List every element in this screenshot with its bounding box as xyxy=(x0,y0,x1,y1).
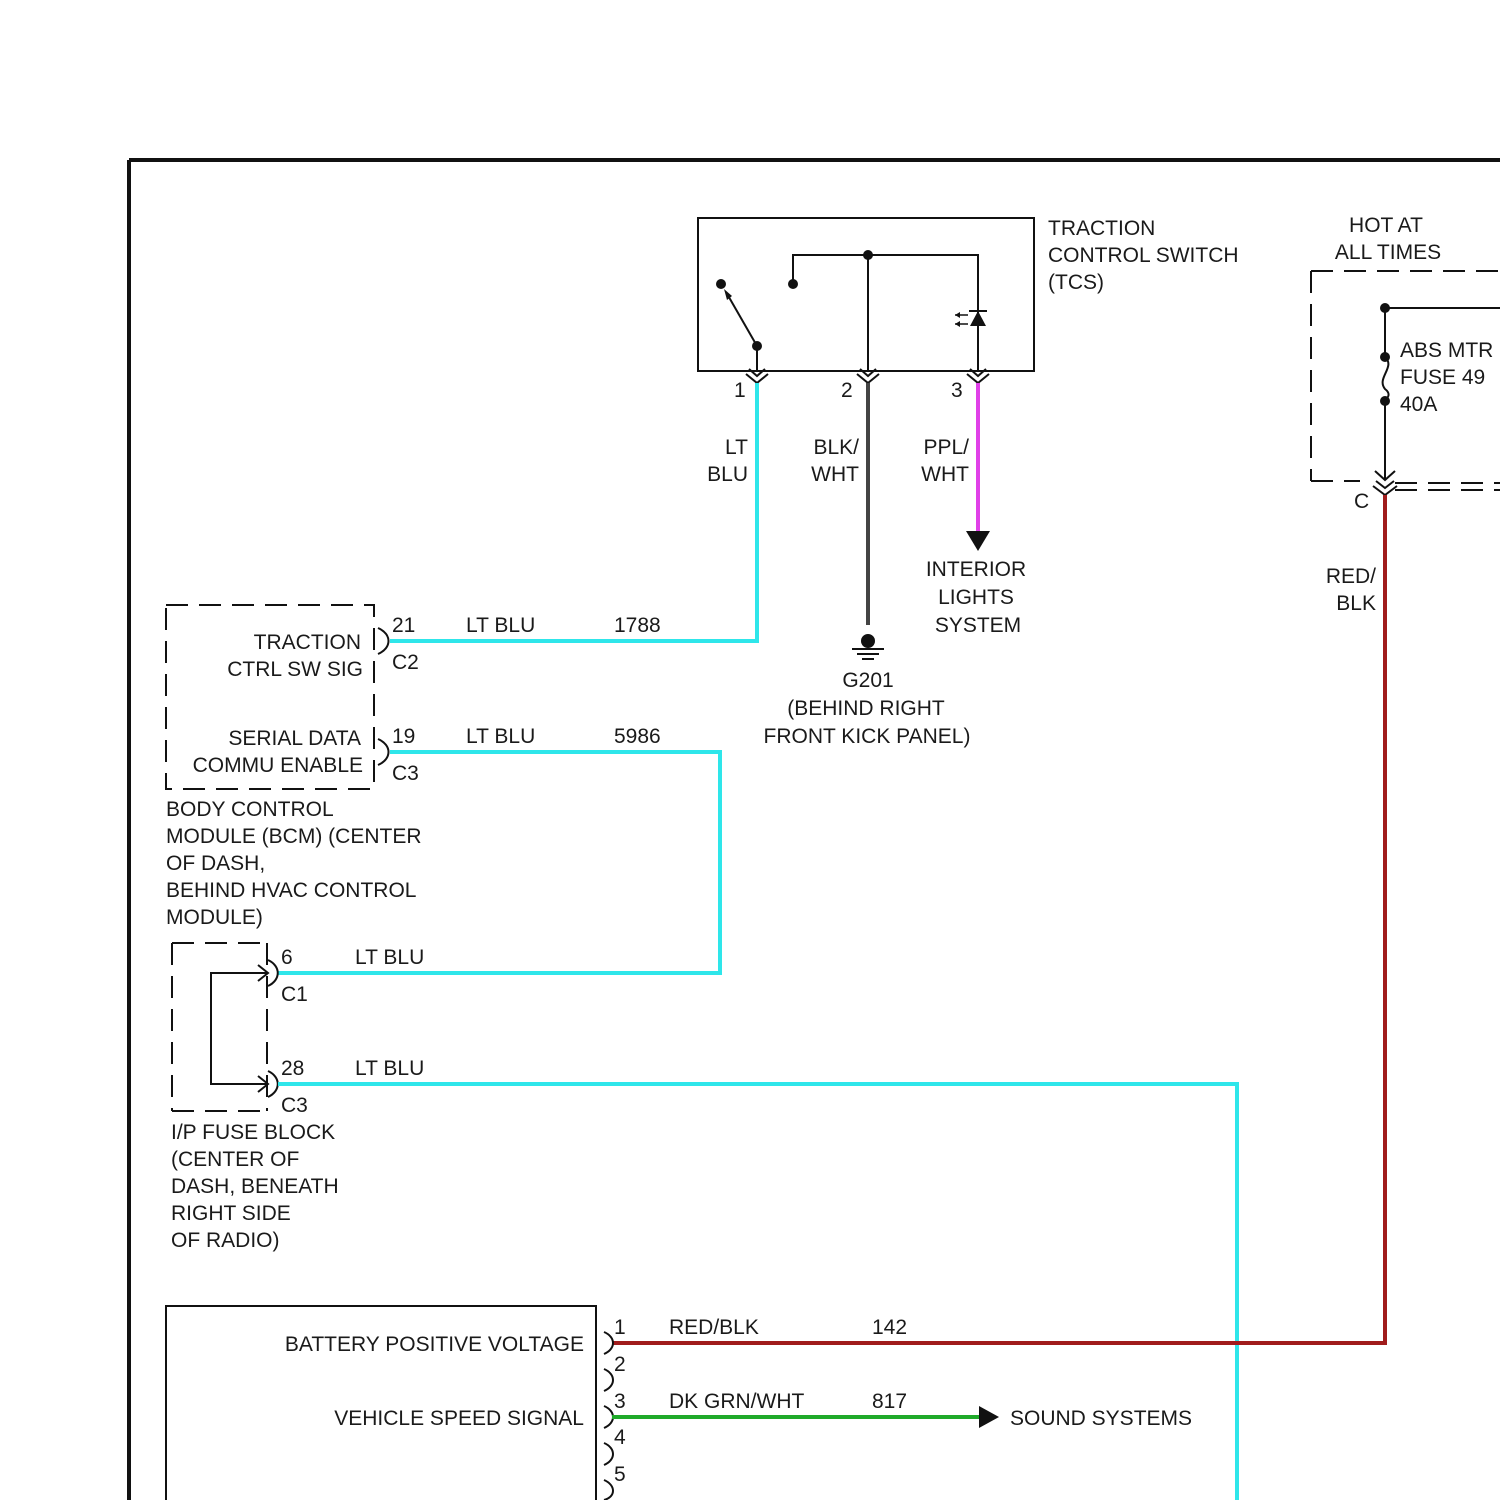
bcm-wire1-circuit: 1788 xyxy=(614,614,661,637)
bcm-wire1-color: LT BLU xyxy=(466,614,535,637)
ip-pin-28: 28 xyxy=(281,1057,304,1080)
switch-arm xyxy=(726,292,757,346)
bcm-connector-21-icon xyxy=(378,628,389,654)
tcs-title-line-2: CONTROL SWITCH xyxy=(1048,244,1239,267)
module-wire1-color: RED/BLK xyxy=(669,1316,759,1339)
sound-systems-label: SOUND SYSTEMS xyxy=(1010,1407,1192,1430)
wire-lt-blu-pin28 xyxy=(278,1084,1237,1500)
module-connector-3-icon xyxy=(604,1406,613,1428)
ip-pin-6: 6 xyxy=(281,946,293,969)
module-pin-1: 1 xyxy=(614,1316,626,1339)
led-diode-icon xyxy=(970,311,986,326)
module-pin-3: 3 xyxy=(614,1390,626,1413)
tcs-pin-3: 3 xyxy=(951,379,963,402)
module-pin-5: 5 xyxy=(614,1463,626,1486)
bcm-pin19-label-line-2: COMMU ENABLE xyxy=(193,754,363,777)
ground-label-line-1: G201 xyxy=(842,669,893,692)
module-label-battery: BATTERY POSITIVE VOLTAGE xyxy=(285,1333,584,1356)
bcm-pin21-label-line-1: TRACTION xyxy=(254,631,361,654)
fuse-connector-c: C xyxy=(1354,490,1369,513)
ip-caption-line-5: OF RADIO) xyxy=(171,1229,280,1252)
module-connector-1-icon xyxy=(604,1332,613,1354)
tcs-title-line-3: (TCS) xyxy=(1048,271,1104,294)
ip-caption-line-3: DASH, BENEATH xyxy=(171,1175,339,1198)
fuse-wire-label-line-2: BLK xyxy=(1336,592,1376,615)
module-label-vss: VEHICLE SPEED SIGNAL xyxy=(334,1407,584,1430)
arrow-right-icon xyxy=(979,1406,999,1428)
interior-lights-line-1: INTERIOR xyxy=(926,558,1026,581)
arrow-down-icon xyxy=(966,531,990,551)
pin3-wire-label-line-1: PPL/ xyxy=(923,436,969,459)
ground-label-line-2: (BEHIND RIGHT xyxy=(787,697,945,720)
module-pin-4: 4 xyxy=(614,1426,626,1449)
ip-caption-line-2: (CENTER OF xyxy=(171,1148,299,1171)
tcs-pin-2: 2 xyxy=(841,379,853,402)
bcm-pin-19: 19 xyxy=(392,725,415,748)
module-wire3-circuit: 817 xyxy=(872,1390,907,1413)
bcm-caption-line-1: BODY CONTROL xyxy=(166,798,334,821)
ip-wire28-color: LT BLU xyxy=(355,1057,424,1080)
underhood-fuse-block: HOT AT ALL TIMES ABS MTR FUSE 49 40A C R… xyxy=(1311,214,1500,615)
switch-contact-upper xyxy=(716,279,726,289)
bcm-pin-21: 21 xyxy=(392,614,415,637)
pin3-wire-label-line-2: WHT xyxy=(921,463,969,486)
interior-lights-line-3: SYSTEM xyxy=(935,614,1021,637)
bcm-conn-c2: C2 xyxy=(392,651,419,674)
bcm-conn-c3: C3 xyxy=(392,762,419,785)
ground-symbol-icon xyxy=(852,634,884,659)
hot-label-line-2: ALL TIMES xyxy=(1335,241,1441,264)
ip-caption-line-4: RIGHT SIDE xyxy=(171,1202,291,1225)
hot-label-line-1: HOT AT xyxy=(1349,214,1423,237)
module-wire3-color: DK GRN/WHT xyxy=(669,1390,804,1413)
fuse-label-line-3: 40A xyxy=(1400,393,1437,416)
bcm-caption-line-3: OF DASH, xyxy=(166,852,265,875)
ip-conn-c1: C1 xyxy=(281,983,308,1006)
bcm-caption-line-5: MODULE) xyxy=(166,906,263,929)
ground-label-line-3: FRONT KICK PANEL) xyxy=(764,725,971,748)
fuse-wire-label-line-1: RED/ xyxy=(1326,565,1376,588)
ip-fuse-block: 6 C1 28 C3 LT BLU LT BLU I/P FUSE BLOCK … xyxy=(171,943,424,1252)
tcs-housing xyxy=(698,218,1034,371)
bcm-caption-line-4: BEHIND HVAC CONTROL xyxy=(166,879,416,902)
fuse-label-line-1: ABS MTR xyxy=(1400,339,1493,362)
fuse-icon xyxy=(1383,357,1389,401)
traction-control-switch: 1 2 3 TRACTION CONTROL SWITCH (TCS) xyxy=(698,217,1239,402)
bcm-connector-19-icon xyxy=(378,739,389,765)
tcs-wires xyxy=(390,383,978,641)
module-pin-2: 2 xyxy=(614,1353,626,1376)
wire-lt-blu-5986 xyxy=(278,752,720,973)
tcs-pin-1: 1 xyxy=(734,379,746,402)
bcm-wire2-circuit: 5986 xyxy=(614,725,661,748)
tcs-title-line-1: TRACTION xyxy=(1048,217,1155,240)
pin2-wire-label-line-1: BLK/ xyxy=(813,436,859,459)
wire-lt-blu-1788 xyxy=(390,383,757,641)
pin1-wire-label-line-1: LT xyxy=(725,436,748,459)
bcm-caption-line-2: MODULE (BCM) (CENTER xyxy=(166,825,422,848)
interior-lights-line-2: LIGHTS xyxy=(938,586,1014,609)
pin2-wire-label-line-2: WHT xyxy=(811,463,859,486)
ip-caption-line-1: I/P FUSE BLOCK xyxy=(171,1121,335,1144)
ip-conn-c3: C3 xyxy=(281,1094,308,1117)
pin1-wire-label-line-2: BLU xyxy=(707,463,748,486)
switch-arrow-icon xyxy=(724,289,732,300)
module-wire1-circuit: 142 xyxy=(872,1316,907,1339)
body-control-module: TRACTION CTRL SW SIG SERIAL DATA COMMU E… xyxy=(166,605,661,929)
bcm-pin21-label-line-2: CTRL SW SIG xyxy=(227,658,363,681)
module-connector-4-icon xyxy=(604,1443,613,1465)
module-connector-2-icon xyxy=(604,1369,613,1391)
bcm-wire2-color: LT BLU xyxy=(466,725,535,748)
ip-wire6-color: LT BLU xyxy=(355,946,424,969)
module-connector-5-icon xyxy=(604,1480,613,1500)
bcm-pin19-label-line-1: SERIAL DATA xyxy=(228,727,361,750)
module-bottom: BATTERY POSITIVE VOLTAGE VEHICLE SPEED S… xyxy=(166,1306,907,1500)
fuse-label-line-2: FUSE 49 xyxy=(1400,366,1485,389)
